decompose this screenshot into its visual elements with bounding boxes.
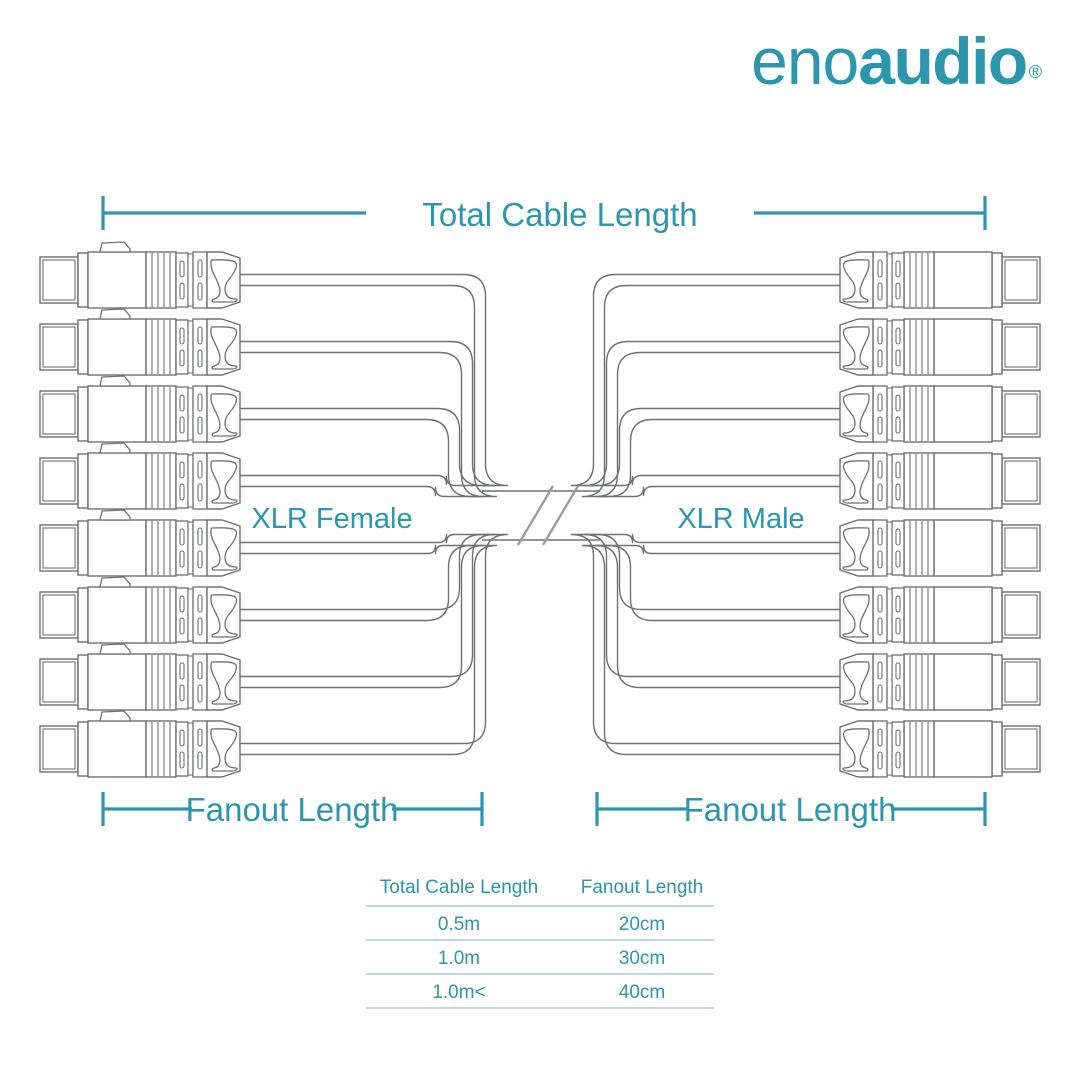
total-length-dimension: Total Cable Length (101, 196, 987, 233)
cable-run-right (581, 284, 840, 498)
cable-run-right (597, 485, 840, 498)
cable-run-left (240, 351, 485, 498)
brand-logo-light-text: eno (751, 24, 859, 98)
xlr-female-connector (39, 308, 241, 376)
brand-logo-bold-text: audio (858, 24, 1028, 98)
registered-trademark-icon: ® (1028, 61, 1042, 82)
xlr-male-connector (839, 586, 1041, 644)
cable-run-left (240, 533, 482, 544)
xlr-female-label: XLR Female (251, 503, 412, 535)
cable-run-right (583, 533, 840, 678)
cable-run-left (240, 273, 509, 487)
cable-run-left (240, 544, 482, 555)
table-cell: 40cm (619, 982, 665, 1003)
cable-run-left (240, 485, 482, 498)
cable-run-left (240, 474, 482, 487)
cable-bundle (240, 273, 840, 756)
total-length-label: Total Cable Length (422, 196, 697, 233)
cable-run-right (570, 273, 840, 487)
cable-run-left (240, 544, 485, 689)
xlr-female-connector (39, 710, 241, 778)
xlr-female-connector (39, 509, 241, 577)
cable-run-right (597, 544, 840, 622)
fanout-right-label: Fanout Length (684, 791, 897, 828)
cable-run-left (240, 407, 483, 487)
xlr-male-connector (839, 720, 1041, 778)
table-cell: 0.5m (438, 914, 480, 935)
cable-run-right (570, 533, 840, 745)
cable-run-right (597, 544, 840, 555)
xlr-male-connector (839, 653, 1041, 711)
break-slash-icon-2 (541, 485, 580, 546)
cable-run-right (597, 418, 840, 498)
cable-run-left (240, 533, 496, 678)
cable-run-left (240, 284, 498, 498)
fanout-right-dimension: Fanout Length (595, 791, 987, 828)
fanout-left-label: Fanout Length (186, 791, 399, 828)
trunk-break (482, 485, 600, 546)
table-cell: 20cm (619, 914, 665, 935)
cable-run-right (597, 474, 840, 487)
table-cell: 1.0m< (432, 982, 485, 1003)
cable-run-right (597, 533, 840, 544)
cable-run-right (581, 544, 840, 756)
xlr-female-connector (39, 442, 241, 510)
cable-run-right (594, 351, 840, 498)
table-cell: 1.0m (438, 948, 480, 969)
spec-table: Total Cable Length Fanout Length 0.5m 20cm 1… (366, 877, 714, 1009)
cable-run-right (596, 407, 840, 487)
cable-run-right (583, 340, 840, 487)
fanout-left-dimension: Fanout Length (101, 791, 484, 828)
cable-run-left (240, 340, 496, 487)
cable-run-left (240, 544, 482, 622)
cable-run-left (240, 544, 498, 756)
table-header-cell: Total Cable Length (380, 877, 538, 898)
xlr-female-connector (39, 576, 241, 644)
table-cell: 30cm (619, 948, 665, 969)
xlr-male-connector-group (839, 251, 1041, 778)
xlr-male-connector (839, 519, 1041, 577)
cable-run-left (240, 418, 482, 498)
xlr-male-connector (839, 385, 1041, 443)
break-slash-icon-1 (516, 485, 555, 546)
xlr-male-connector (839, 452, 1041, 510)
cable-run-left (240, 533, 509, 745)
xlr-male-label: XLR Male (677, 503, 804, 535)
xlr-female-connector (39, 375, 241, 443)
xlr-female-connector-group (39, 241, 241, 778)
brand-logo: enoaudio® (751, 28, 1042, 94)
table-header-cell: Fanout Length (581, 877, 704, 898)
xlr-female-connector (39, 643, 241, 711)
xlr-male-connector (839, 318, 1041, 376)
cable-run-right (594, 544, 840, 689)
xlr-male-connector (839, 251, 1041, 309)
xlr-female-connector (39, 241, 241, 309)
